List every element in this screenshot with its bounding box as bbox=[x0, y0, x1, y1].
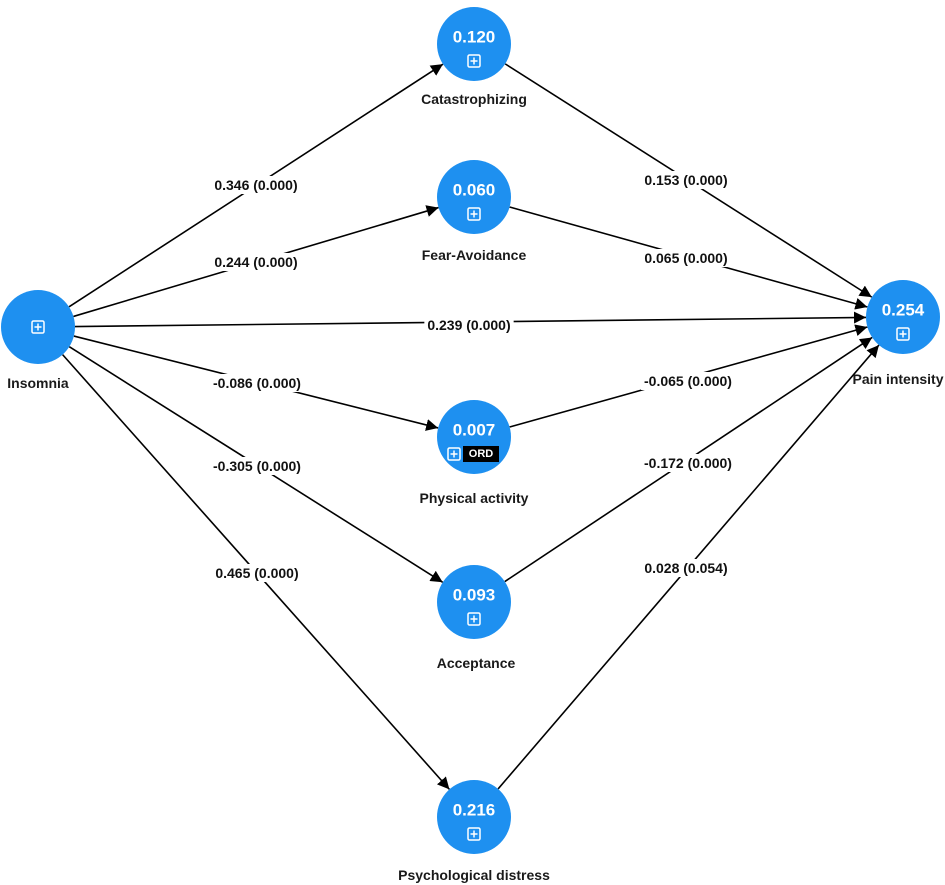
node-label: Acceptance bbox=[437, 655, 516, 671]
node-label: Physical activity bbox=[420, 490, 529, 506]
edge-label-fear_avoidance-to-pain_intensity: 0.065 (0.000) bbox=[641, 249, 731, 267]
edge-label-acceptance-to-pain_intensity: -0.172 (0.000) bbox=[641, 454, 735, 472]
edge-label-insomnia-to-catastrophizing: 0.346 (0.000) bbox=[211, 176, 301, 194]
edge-label-insomnia-to-physical_activity: -0.086 (0.000) bbox=[210, 374, 304, 392]
edge-label-physical_activity-to-pain_intensity: -0.065 (0.000) bbox=[641, 372, 735, 390]
edge-label-text: 0.028 (0.054) bbox=[644, 560, 727, 576]
edge-label-text: 0.346 (0.000) bbox=[214, 177, 297, 193]
edge-label-text: -0.065 (0.000) bbox=[644, 373, 732, 389]
edge-label-text: -0.305 (0.000) bbox=[213, 458, 301, 474]
node-r-squared-value: 0.120 bbox=[453, 28, 496, 47]
edge-label-catastrophizing-to-pain_intensity: 0.153 (0.000) bbox=[641, 171, 731, 189]
plus-square-icon[interactable] bbox=[467, 54, 481, 68]
edge-label-text: 0.465 (0.000) bbox=[215, 565, 298, 581]
node-circle[interactable] bbox=[437, 7, 511, 81]
edge-label-insomnia-to-pain_intensity: 0.239 (0.000) bbox=[424, 316, 514, 334]
ord-badge: ORD bbox=[463, 446, 499, 462]
plus-square-icon[interactable] bbox=[467, 207, 481, 221]
plus-square-icon[interactable] bbox=[447, 447, 461, 461]
node-circle[interactable] bbox=[437, 565, 511, 639]
node-label: Insomnia bbox=[7, 375, 69, 391]
edge-label-text: -0.086 (0.000) bbox=[213, 375, 301, 391]
edge-label-psychological_distress-to-pain_intensity: 0.028 (0.054) bbox=[641, 559, 731, 577]
node-r-squared-value: 0.060 bbox=[453, 181, 496, 200]
edge-label-text: -0.172 (0.000) bbox=[644, 455, 732, 471]
plus-square-icon[interactable] bbox=[896, 327, 910, 341]
plus-square-icon[interactable] bbox=[31, 320, 45, 334]
edge-label-insomnia-to-acceptance: -0.305 (0.000) bbox=[210, 457, 304, 475]
node-label: Pain intensity bbox=[852, 371, 943, 387]
node-label: Fear-Avoidance bbox=[422, 247, 527, 263]
edge-label-text: 0.065 (0.000) bbox=[644, 250, 727, 266]
node-insomnia[interactable]: Insomnia bbox=[1, 290, 75, 391]
node-circle[interactable] bbox=[866, 280, 940, 354]
edge-label-text: 0.153 (0.000) bbox=[644, 172, 727, 188]
node-label: Catastrophizing bbox=[421, 91, 527, 107]
node-r-squared-value: 0.254 bbox=[882, 301, 925, 320]
plus-square-icon[interactable] bbox=[467, 612, 481, 626]
node-r-squared-value: 0.007 bbox=[453, 421, 496, 440]
edge-labels-layer: 0.346 (0.000) 0.244 (0.000) 0.239 (0.000) -… bbox=[210, 171, 735, 582]
node-label: Psychological distress bbox=[398, 867, 550, 883]
edge-label-insomnia-to-fear_avoidance: 0.244 (0.000) bbox=[211, 253, 301, 271]
plus-square-icon[interactable] bbox=[467, 827, 481, 841]
node-circle[interactable] bbox=[437, 160, 511, 234]
edge-label-insomnia-to-psychological_distress: 0.465 (0.000) bbox=[212, 564, 302, 582]
node-r-squared-value: 0.093 bbox=[453, 586, 496, 605]
ord-badge-text: ORD bbox=[469, 448, 494, 460]
edge-label-text: 0.244 (0.000) bbox=[214, 254, 297, 270]
node-r-squared-value: 0.216 bbox=[453, 801, 496, 820]
edge-label-text: 0.239 (0.000) bbox=[427, 317, 510, 333]
node-circle[interactable] bbox=[437, 780, 511, 854]
